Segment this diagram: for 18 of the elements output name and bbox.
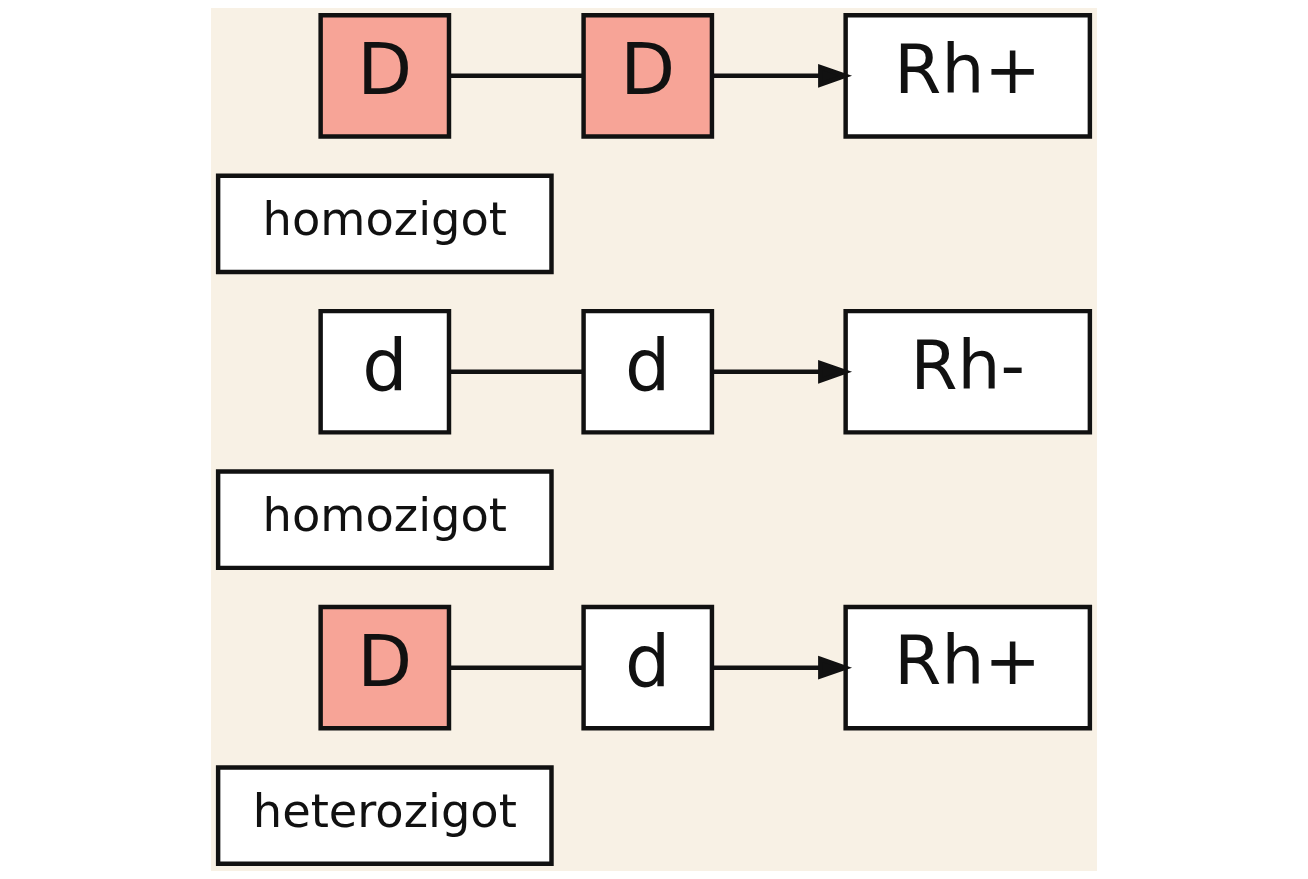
node-box: heterozigot — [215, 765, 554, 866]
connector — [449, 369, 584, 374]
node-box: D — [318, 604, 452, 731]
node-box: Rh+ — [843, 13, 1093, 139]
arrow — [712, 63, 853, 88]
node-box: Rh- — [843, 308, 1093, 435]
arrow — [712, 359, 853, 384]
connector — [449, 665, 584, 670]
node-box: Rh+ — [843, 604, 1093, 731]
node-box: d — [581, 604, 715, 731]
connector — [449, 73, 584, 79]
arrow — [712, 655, 853, 680]
node-box: D — [318, 13, 452, 139]
node-box: d — [318, 308, 452, 435]
node-box: homozigot — [215, 173, 554, 275]
node-box: homozigot — [215, 469, 554, 571]
node-box: D — [581, 13, 715, 139]
node-box: d — [581, 308, 715, 435]
